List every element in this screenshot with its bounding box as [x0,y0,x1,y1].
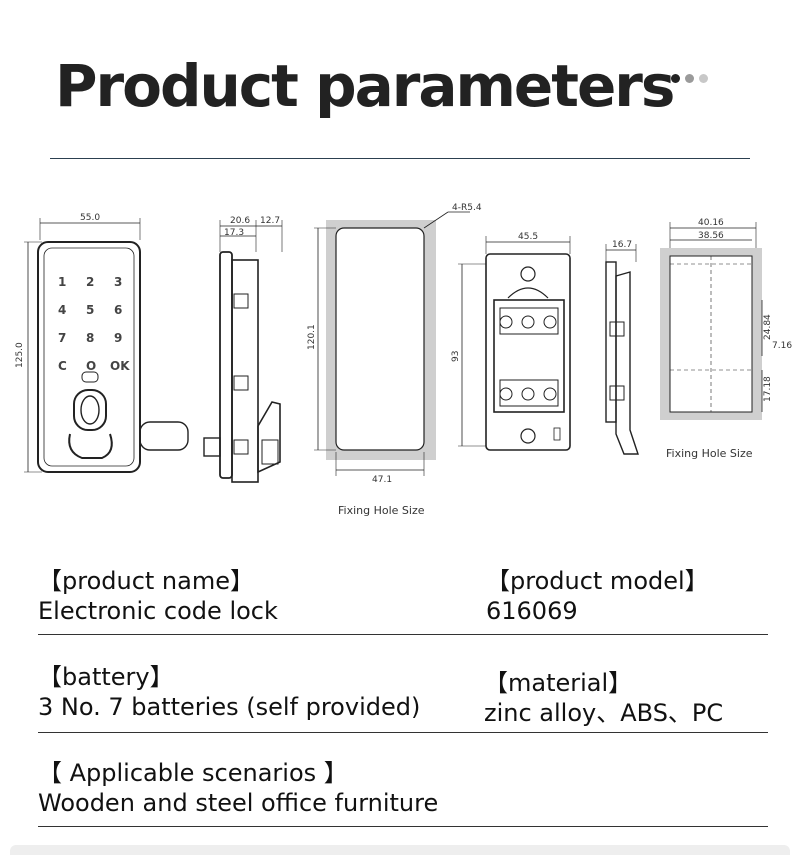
dim-plate-width: 45.5 [518,232,538,242]
key-c: C [58,359,67,373]
key-2: 2 [86,275,94,289]
param-material: 【material】 zinc alloy、ABS、PC [484,668,723,728]
keypad-labels: 1 2 3 4 5 6 7 8 9 C O OK [58,275,130,373]
dim-width-front: 55.0 [80,213,100,223]
side-view [203,220,283,483]
key-o: O [86,359,96,373]
param-product-model: 【product model】 616069 [486,566,709,626]
dim-hole-height: 120.1 [307,324,317,350]
key-6: 6 [114,303,122,317]
page-dot-1[interactable] [671,74,680,83]
mount-plate-view [458,236,571,451]
caption-fixing-hole-center: Fixing Hole Size [338,504,425,517]
param-battery: 【battery】 3 No. 7 batteries (self provid… [38,662,420,722]
right-fixing-hole-view [660,222,763,420]
dim-hole-width: 47.1 [372,475,392,485]
key-5: 5 [86,303,94,317]
dim-width-4016: 40.16 [698,218,724,228]
key-3: 3 [114,275,122,289]
front-view [24,218,189,473]
product-name-value: Electronic code lock [38,597,278,625]
dim-height-front: 125.0 [15,342,25,368]
product-model-label: 【product model】 [486,567,709,595]
dim-height-716: 7.16 [772,341,792,351]
battery-label: 【battery】 [38,663,174,691]
caption-fixing-hole-right: Fixing Hole Size [666,447,753,460]
key-7: 7 [58,331,66,345]
page-dot-2[interactable] [685,74,694,83]
bottom-bar [10,845,790,855]
dim-depth-127: 12.7 [260,216,280,226]
product-name-label: 【product name】 [38,567,254,595]
dim-plate-height: 93 [451,351,461,362]
key-9: 9 [114,331,122,345]
divider-3 [38,826,768,827]
dim-width-3856: 38.56 [698,231,724,241]
key-4: 4 [58,303,66,317]
key-1: 1 [58,275,66,289]
page-title: Product parameters [55,52,675,120]
mount-plate-side-view [605,244,639,455]
dim-height-2484: 24.84 [763,314,773,340]
param-scenarios: 【 Applicable scenarios 】 Wooden and stee… [38,758,438,818]
divider-2 [38,732,768,733]
param-product-name: 【product name】 Electronic code lock [38,566,278,626]
pagination-dots [671,74,708,83]
dim-radius: 4-R5.4 [452,203,482,213]
scenarios-label: 【 Applicable scenarios 】 [38,759,348,787]
divider-1 [38,634,768,635]
fixing-hole-view [314,211,470,476]
material-label: 【material】 [484,669,633,697]
technical-drawing: 1 2 3 4 5 6 7 8 9 C O OK 55.0 125.0 20.6… [15,203,792,517]
material-value: zinc alloy、ABS、PC [484,699,724,727]
title-divider [50,158,750,159]
page-dot-3[interactable] [699,74,708,83]
product-model-value: 616069 [486,597,578,625]
battery-value: 3 No. 7 batteries (self provided) [38,693,421,721]
dim-height-1718: 17.18 [763,376,773,402]
scenarios-value: Wooden and steel office furniture [38,789,439,817]
key-ok: OK [110,359,130,373]
dim-plate-depth: 16.7 [612,240,632,250]
dim-depth-173: 17.3 [224,228,244,238]
key-8: 8 [86,331,94,345]
dim-depth-206: 20.6 [230,216,250,226]
